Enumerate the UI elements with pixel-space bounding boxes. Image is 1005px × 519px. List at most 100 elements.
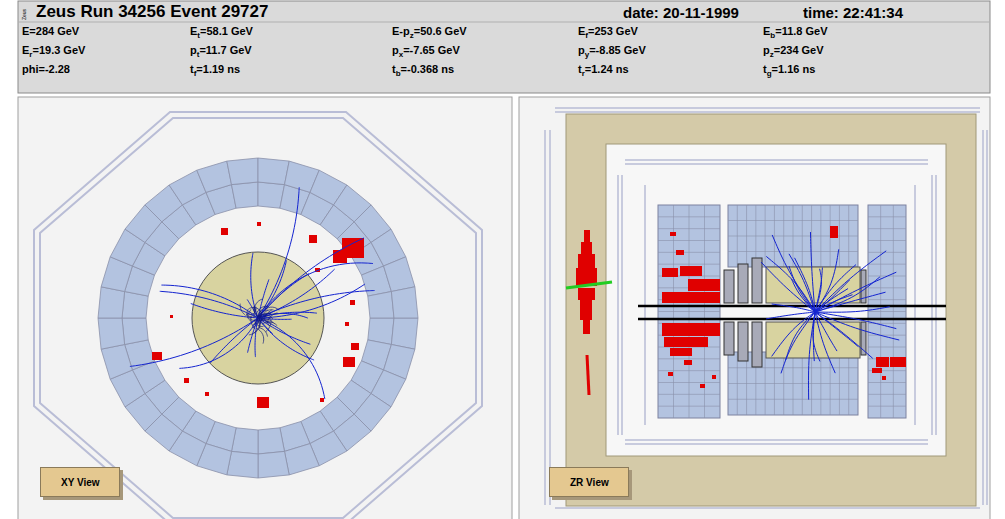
- calorimeter-cell: [384, 257, 415, 292]
- muon-track: [566, 282, 612, 288]
- energy-deposit: [684, 360, 692, 365]
- muon-chamber-line: [555, 507, 980, 509]
- calorimeter-cell-line: [658, 216, 720, 217]
- calorimeter-cell-line: [658, 264, 720, 265]
- particle-track: [815, 312, 835, 373]
- particle-track: [766, 256, 815, 312]
- particle-track: [808, 312, 815, 400]
- calorimeter-cell-line: [658, 311, 720, 312]
- event-quantity: tr=1.24 ns: [578, 63, 629, 78]
- particle-track: [815, 272, 896, 312]
- muon-chamber-line: [555, 107, 980, 109]
- calorimeter-cell-line: [868, 299, 906, 300]
- particle-track: [761, 262, 815, 312]
- backing-calorimeter-hit: [581, 242, 592, 254]
- inner-chamber-line: [625, 159, 928, 161]
- calorimeter-cell: [258, 158, 289, 185]
- endcap-detector: [738, 322, 748, 361]
- calorimeter-cell: [258, 428, 285, 454]
- energy-deposit: [257, 222, 261, 226]
- calorimeter-cell-line: [728, 399, 858, 400]
- vertex-hits: [267, 313, 277, 323]
- quantity-subscript: x: [399, 50, 403, 59]
- calorimeter-cell-line: [728, 236, 858, 237]
- muon-chamber-line: [544, 130, 546, 505]
- logo-text: Zeus: [21, 9, 27, 20]
- energy-deposit: [309, 235, 317, 243]
- event-quantity: tg=1.16 ns: [763, 63, 815, 78]
- calorimeter-cell-line: [728, 383, 858, 384]
- particle-track: [161, 285, 258, 318]
- event-quantity: px=-7.65 GeV: [392, 44, 460, 59]
- quantity-value: =11.7 GeV: [199, 44, 251, 56]
- calorimeter-cell: [98, 287, 125, 318]
- yoke-interior: [606, 144, 946, 456]
- quantity-subscript: t: [197, 50, 200, 59]
- energy-deposit: [676, 250, 684, 255]
- calorimeter-cell-line: [658, 240, 720, 241]
- calorimeter-cell: [101, 345, 132, 380]
- event-title: Zeus Run 34256 Event 29727: [36, 2, 268, 22]
- iron-yoke: [566, 114, 976, 506]
- quantity-value: =253 GeV: [588, 25, 638, 37]
- vertex-hits: [256, 328, 263, 343]
- energy-deposit: [670, 232, 676, 236]
- calorimeter-block: [868, 205, 906, 418]
- inner-chamber-line: [625, 163, 928, 165]
- quantity-subscript: g: [767, 69, 772, 78]
- particle-track: [815, 312, 899, 340]
- calorimeter-cell-line: [868, 228, 906, 229]
- vertex-hits: [259, 316, 265, 327]
- calorimeter-cell-line: [658, 358, 720, 359]
- energy-deposit: [662, 323, 720, 336]
- calorimeter-cell-line: [868, 264, 906, 265]
- energy-deposit: [345, 322, 349, 326]
- energy-deposit: [890, 357, 906, 367]
- event-quantity: Ef=253 GeV: [578, 25, 638, 40]
- particle-track: [795, 258, 815, 312]
- energy-deposit: [152, 352, 162, 360]
- quantity-subscript: f: [194, 69, 197, 78]
- quantity-symbol: E: [578, 25, 585, 37]
- energy-deposit: [205, 392, 209, 396]
- calorimeter-cell-line: [658, 382, 720, 383]
- calorimeter-cell-line: [658, 370, 720, 371]
- quantity-symbol: p: [578, 44, 585, 56]
- energy-deposit: [876, 357, 889, 367]
- quantity-subscript: t: [197, 31, 200, 40]
- particle-track: [815, 312, 858, 347]
- event-quantity: pt=11.7 GeV: [190, 44, 252, 59]
- calorimeter-cell-line: [728, 220, 858, 221]
- vertex-hits: [240, 304, 245, 315]
- quantity-value: =58.1 GeV: [200, 25, 253, 37]
- energy-deposit: [343, 357, 355, 367]
- backing-calorimeter-hit: [578, 254, 595, 268]
- header-panel: [18, 1, 990, 93]
- quantity-value: =-0.368 ns: [401, 63, 455, 75]
- event-quantity: E-pz=50.6 GeV: [392, 25, 467, 40]
- event-quantity: py=-8.85 GeV: [578, 44, 646, 59]
- inner-chamber-line: [617, 175, 619, 435]
- quantity-value: =234 GeV: [774, 44, 824, 56]
- quantity-value: =-8.85 GeV: [589, 44, 646, 56]
- energy-deposit: [680, 266, 702, 276]
- vertex-hits: [261, 312, 264, 321]
- particle-track: [258, 238, 364, 318]
- calorimeter-cell: [227, 158, 258, 185]
- particle-track: [815, 312, 837, 351]
- backing-calorimeter-hit: [583, 320, 590, 334]
- view-button: XY View: [40, 467, 120, 497]
- energy-deposit: [668, 372, 673, 376]
- energy-deposit: [257, 397, 269, 408]
- inner-chamber-line: [625, 443, 928, 445]
- quantity-symbol: p: [190, 44, 197, 56]
- particle-track: [815, 277, 880, 312]
- tracking-chamber: [192, 252, 324, 384]
- calorimeter-cell: [391, 318, 418, 349]
- event-quantity: phi=-2.28: [22, 63, 70, 75]
- particle-track: [789, 254, 815, 312]
- energy-deposit: [670, 348, 692, 356]
- quantity-symbol: t: [763, 63, 767, 75]
- energy-deposit: [688, 279, 720, 291]
- calorimeter-cell-line: [868, 216, 906, 217]
